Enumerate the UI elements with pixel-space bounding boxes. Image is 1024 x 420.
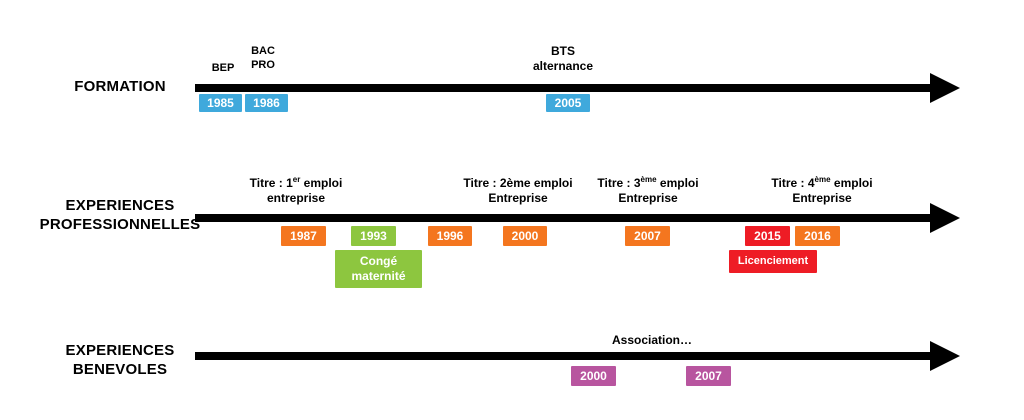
job-title-2-line1: Titre : 2ème emploi: [463, 176, 573, 190]
arrow-head-icon: [930, 73, 960, 103]
timeline-arrow-benevoles: [195, 341, 960, 371]
year-badge-1987: 1987: [281, 226, 326, 246]
row-label-pro-line1: EXPERIENCES: [65, 197, 175, 214]
arrow-shaft: [195, 214, 936, 222]
row-label-pro-line2: PROFESSIONNELLES: [39, 216, 201, 233]
job-title-3: Titre : 3ème emploi Entreprise: [597, 172, 698, 206]
job-title-4-line2: Entreprise: [792, 191, 852, 205]
note-licenciement: Licenciement: [729, 250, 817, 273]
milestone-bac-line2: PRO: [251, 59, 275, 71]
year-badge-2015: 2015: [745, 226, 790, 246]
job-title-1-line2: entreprise: [266, 191, 326, 205]
year-badge-2007-benevole: 2007: [686, 366, 731, 386]
arrow-head-icon: [930, 341, 960, 371]
year-badge-2000-benevole: 2000: [571, 366, 616, 386]
year-badge-2000-pro: 2000: [503, 226, 547, 246]
job-title-2: Titre : 2ème emploi Entreprise: [463, 172, 572, 206]
milestone-bts-line1: BTS: [551, 44, 575, 58]
row-label-formation: FORMATION: [74, 78, 166, 95]
arrow-shaft: [195, 352, 936, 360]
row-label-benevoles-line2: BENEVOLES: [72, 361, 168, 378]
job-title-3-line1: Titre : 3ème emploi: [597, 175, 699, 190]
timeline-arrow-professionnelles: [195, 203, 960, 233]
note-conge-maternite: Congé maternité: [335, 250, 422, 288]
job-title-2-line2: Entreprise: [488, 191, 548, 205]
timeline-arrow-formation: [195, 73, 960, 103]
arrow-shaft: [195, 84, 936, 92]
milestone-bac-pro: BAC PRO: [251, 44, 275, 72]
row-label-experiences-professionnelles: EXPERIENCES PROFESSIONNELLES: [20, 196, 220, 234]
annotation-association: Association…: [611, 333, 693, 347]
milestone-bep: BEP: [211, 62, 235, 74]
milestone-bts-line2: alternance: [532, 59, 594, 73]
job-title-4: Titre : 4ème emploi Entreprise: [771, 172, 872, 206]
row-label-benevoles-line1: EXPERIENCES: [65, 342, 175, 359]
year-badge-1985: 1985: [199, 94, 242, 112]
year-badge-1996: 1996: [428, 226, 472, 246]
note-conge-line2: maternité: [351, 269, 406, 283]
job-title-3-line2: Entreprise: [618, 191, 678, 205]
milestone-bac-line1: BAC: [251, 45, 275, 57]
year-badge-2005: 2005: [546, 94, 590, 112]
year-badge-1986: 1986: [245, 94, 288, 112]
year-badge-2007-pro: 2007: [625, 226, 670, 246]
job-title-1: Titre : 1er emploi entreprise: [250, 172, 343, 206]
arrow-head-icon: [930, 203, 960, 233]
job-title-1-line1: Titre : 1er emploi: [249, 175, 343, 190]
row-label-experiences-benevoles: EXPERIENCES BENEVOLES: [20, 341, 220, 379]
year-badge-2016: 2016: [795, 226, 840, 246]
milestone-bts-alternance: BTS alternance: [533, 44, 593, 74]
note-conge-line1: Congé: [359, 254, 398, 268]
year-badge-1993: 1993: [351, 226, 396, 246]
job-title-4-line1: Titre : 4ème emploi: [771, 175, 873, 190]
